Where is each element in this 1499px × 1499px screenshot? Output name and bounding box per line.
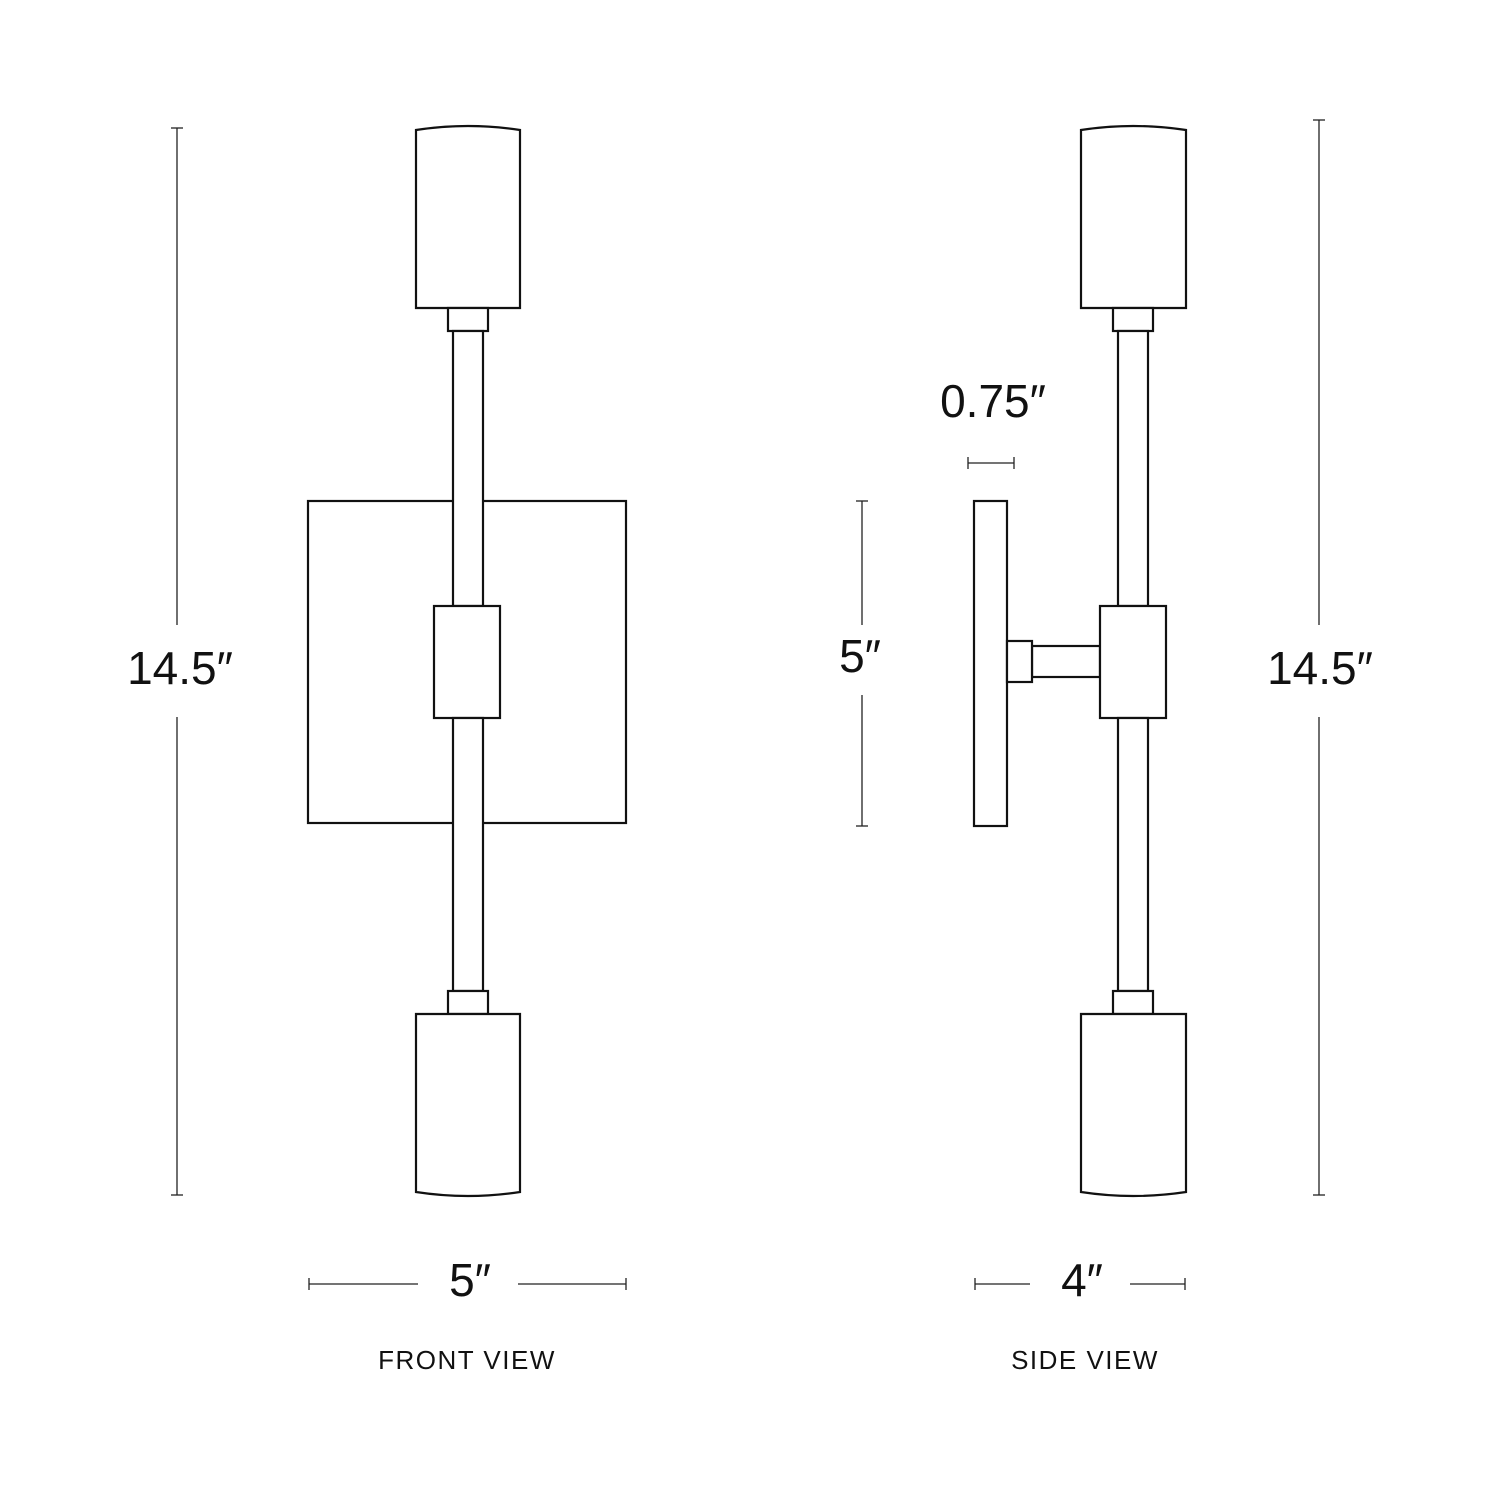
front-width-label: 5″ [449, 1254, 491, 1306]
side-top-shade [1079, 124, 1188, 310]
side-height-label: 14.5″ [1267, 642, 1373, 694]
side-center-block [1098, 604, 1168, 720]
front-center-block [432, 604, 502, 720]
side-backplate [972, 499, 1009, 828]
backplate-depth-label: 0.75″ [940, 375, 1046, 427]
side-bottom-socket [1111, 989, 1155, 1016]
front-height-label: 14.5″ [127, 642, 233, 694]
front-top-shade [414, 124, 522, 310]
front-view: 14.5″ 5″ FRONT VIEW [127, 124, 628, 1375]
front-bottom-socket [446, 989, 490, 1016]
side-bottom-shade [1079, 1012, 1188, 1198]
side-arm [1030, 644, 1102, 679]
front-bottom-shade [414, 1012, 522, 1198]
front-height-dimension-line [171, 127, 183, 1196]
side-depth-label: 4″ [1061, 1254, 1103, 1306]
front-view-title: FRONT VIEW [378, 1345, 556, 1375]
front-top-socket [446, 306, 490, 333]
backplate-height-dimension-line [856, 500, 868, 827]
side-top-socket [1111, 306, 1155, 333]
side-depth-dimension-line [974, 1278, 1186, 1290]
side-lower-rod [1116, 716, 1150, 993]
side-view: 0.75″ 5″ 14.5″ 4″ SIDE VIEW [839, 119, 1373, 1375]
front-width-dimension-line [308, 1278, 627, 1290]
side-height-dimension-line [1313, 119, 1325, 1196]
side-upper-rod [1116, 329, 1150, 608]
front-upper-rod [451, 329, 485, 608]
front-lower-rod [451, 716, 485, 993]
side-view-title: SIDE VIEW [1011, 1345, 1159, 1375]
side-arm-mount [1005, 639, 1034, 684]
backplate-height-label: 5″ [839, 630, 881, 682]
backplate-depth-dimension-line [967, 457, 1015, 469]
